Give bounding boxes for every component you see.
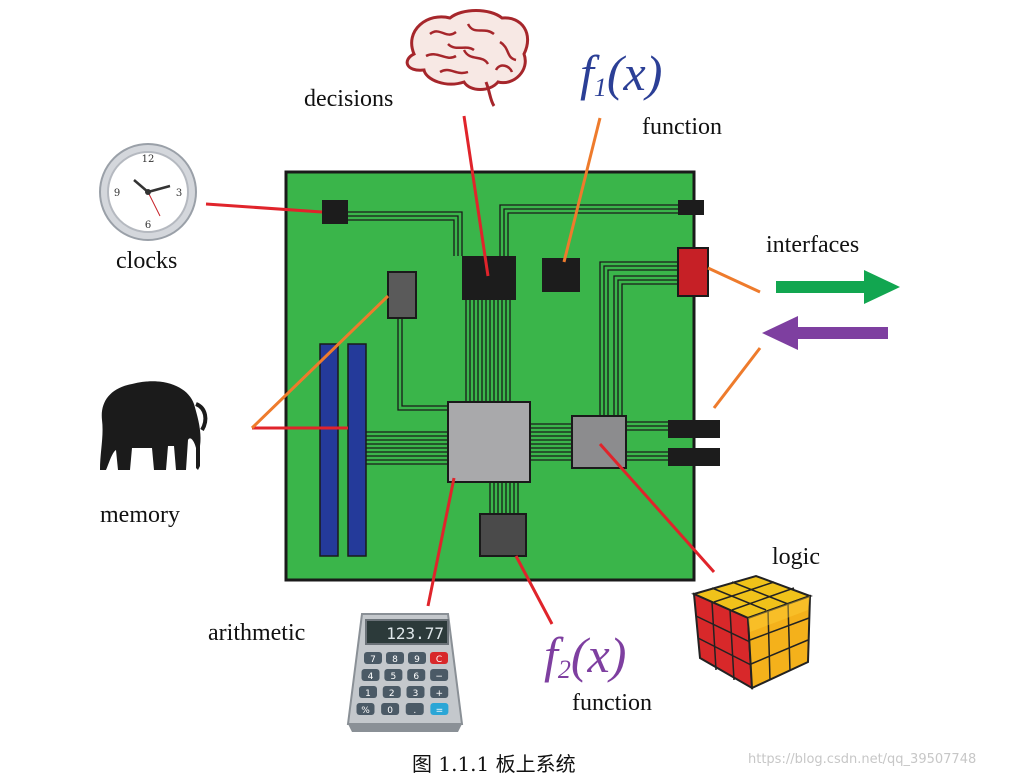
clock-numeral-9: 9 xyxy=(114,188,120,199)
label-memory: memory xyxy=(100,502,180,528)
label-logic: logic xyxy=(772,544,820,570)
calculator-key-label: 6 xyxy=(413,672,419,682)
calculator-key xyxy=(384,669,403,681)
orange-connectors xyxy=(250,117,762,430)
formula-f2-letter: f xyxy=(544,627,558,683)
calculator-key-label: C xyxy=(436,655,442,665)
red-connectors xyxy=(205,115,716,625)
arithmetic-chip-small xyxy=(387,271,417,319)
clock-numeral-6: 6 xyxy=(145,220,151,231)
label-interfaces: interfaces xyxy=(766,232,860,258)
formula-f1: f1(x) xyxy=(580,44,662,103)
calculator-key-label: 7 xyxy=(370,655,376,665)
calculator-key xyxy=(430,669,449,681)
decisions-chip xyxy=(462,256,516,300)
calculator-key-label: 9 xyxy=(414,655,420,665)
elephant-icon xyxy=(100,381,208,470)
calculator-key xyxy=(430,652,448,664)
board-traces xyxy=(348,204,680,514)
formula-f2-sub: 2 xyxy=(557,655,571,684)
calculator-key xyxy=(406,686,425,698)
calculator-key-label: 1 xyxy=(365,689,371,699)
clock-chip xyxy=(322,200,348,224)
calculator-key-label: = xyxy=(436,706,444,716)
calculator-key xyxy=(356,703,375,715)
formula-f1-letter: f xyxy=(580,45,594,101)
calculator-key-label: 4 xyxy=(368,672,374,682)
outgoing-arrow xyxy=(776,270,900,304)
calculator-key xyxy=(359,686,377,698)
calculator-key xyxy=(381,703,400,715)
calculator-key xyxy=(430,686,449,698)
calculator-key xyxy=(364,652,382,664)
calculator-key-label: 8 xyxy=(392,655,398,665)
clock-numeral-12: 12 xyxy=(142,154,155,165)
calculator-key xyxy=(382,686,401,698)
calculator-key xyxy=(405,703,424,715)
rubiks-cube-icon xyxy=(691,574,813,690)
calculator-key-label: % xyxy=(361,706,370,716)
figure-caption: 图 1.1.1 板上系统 xyxy=(412,752,576,776)
watermark: https://blog.csdn.net/qq_39507748 xyxy=(748,752,977,767)
calculator-keys: 7 8 9 C 4 5 6 − 1 2 3 +% 0. = xyxy=(356,652,449,716)
formula-f1-sub: 1 xyxy=(593,73,607,102)
calculator-key xyxy=(361,669,380,681)
label-arithmetic: arithmetic xyxy=(208,620,306,646)
interface-connector-1 xyxy=(668,420,720,438)
clock-numeral-3: 3 xyxy=(176,188,182,199)
memory-slot-2 xyxy=(347,343,367,557)
calculator-key xyxy=(408,652,426,664)
cpu-chip xyxy=(447,401,531,483)
clock-icon: 12 3 6 9 xyxy=(99,143,197,241)
formula-f1-arg: (x) xyxy=(606,45,663,101)
logic-chip xyxy=(571,415,627,469)
memory-slot-1 xyxy=(319,343,339,557)
calculator-key-label: 0 xyxy=(387,706,393,716)
formula-f2: f2(x) xyxy=(544,626,626,685)
calculator-key-label: 5 xyxy=(391,672,397,682)
calculator-key-label: . xyxy=(413,706,416,716)
calculator-key xyxy=(430,703,449,715)
calculator-key-label: 3 xyxy=(413,689,419,699)
calculator-key-label: 2 xyxy=(389,689,395,699)
label-decisions: decisions xyxy=(304,86,394,112)
interface-connector-2 xyxy=(668,448,720,466)
f1-chip xyxy=(542,258,580,292)
calculator-key-label: − xyxy=(435,672,443,682)
interface-port xyxy=(677,247,709,297)
label-function-bottom: function xyxy=(572,690,652,716)
f2-chip xyxy=(479,513,527,557)
calculator-display: 123.77 xyxy=(386,624,444,643)
label-clocks: clocks xyxy=(116,248,178,274)
calculator-key xyxy=(407,669,426,681)
calculator-key-label: + xyxy=(435,689,443,699)
calculator-key xyxy=(386,652,404,664)
label-function-top: function xyxy=(642,114,722,140)
formula-f2-arg: (x) xyxy=(570,627,627,683)
top-right-chip xyxy=(678,200,704,215)
brain-icon xyxy=(405,9,530,107)
incoming-arrow xyxy=(762,316,888,350)
